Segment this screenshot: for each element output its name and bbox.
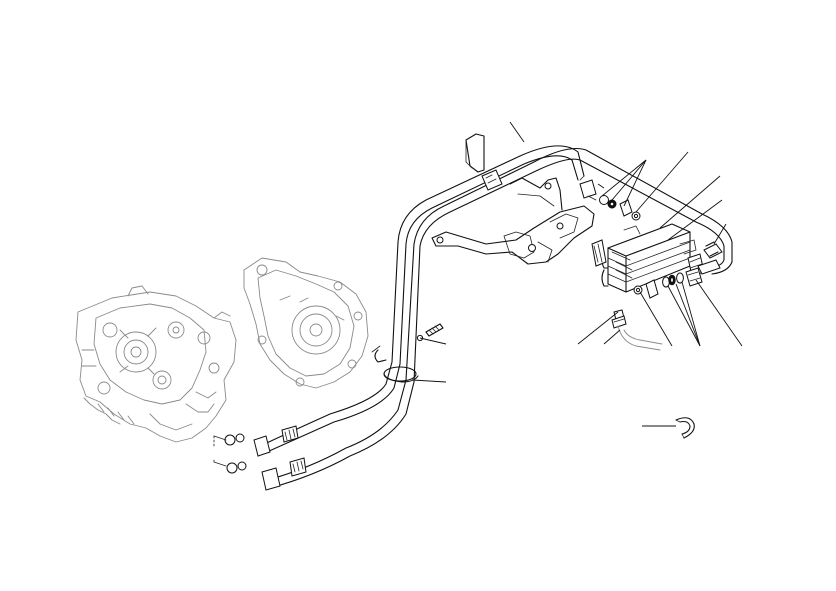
banjo-bolts (611, 309, 663, 351)
hose-support-bracket (465, 133, 485, 173)
leader-lines (411, 121, 743, 427)
cover-bolt (416, 323, 444, 342)
oil-cooler-hose-lower (267, 147, 733, 489)
oil-cooler-hose-upper (255, 145, 585, 457)
hose-clamp (371, 345, 419, 383)
retaining-clip (675, 417, 695, 439)
upper-union-fittings (579, 179, 641, 221)
hose-collar (481, 169, 503, 191)
alternator-cover (243, 257, 369, 389)
mounting-bracket (431, 177, 595, 265)
hose-fittings-lower (213, 425, 307, 491)
cooler-inlet-fitting (591, 239, 607, 267)
crankcase (75, 285, 237, 443)
fitting-washers (633, 267, 703, 299)
